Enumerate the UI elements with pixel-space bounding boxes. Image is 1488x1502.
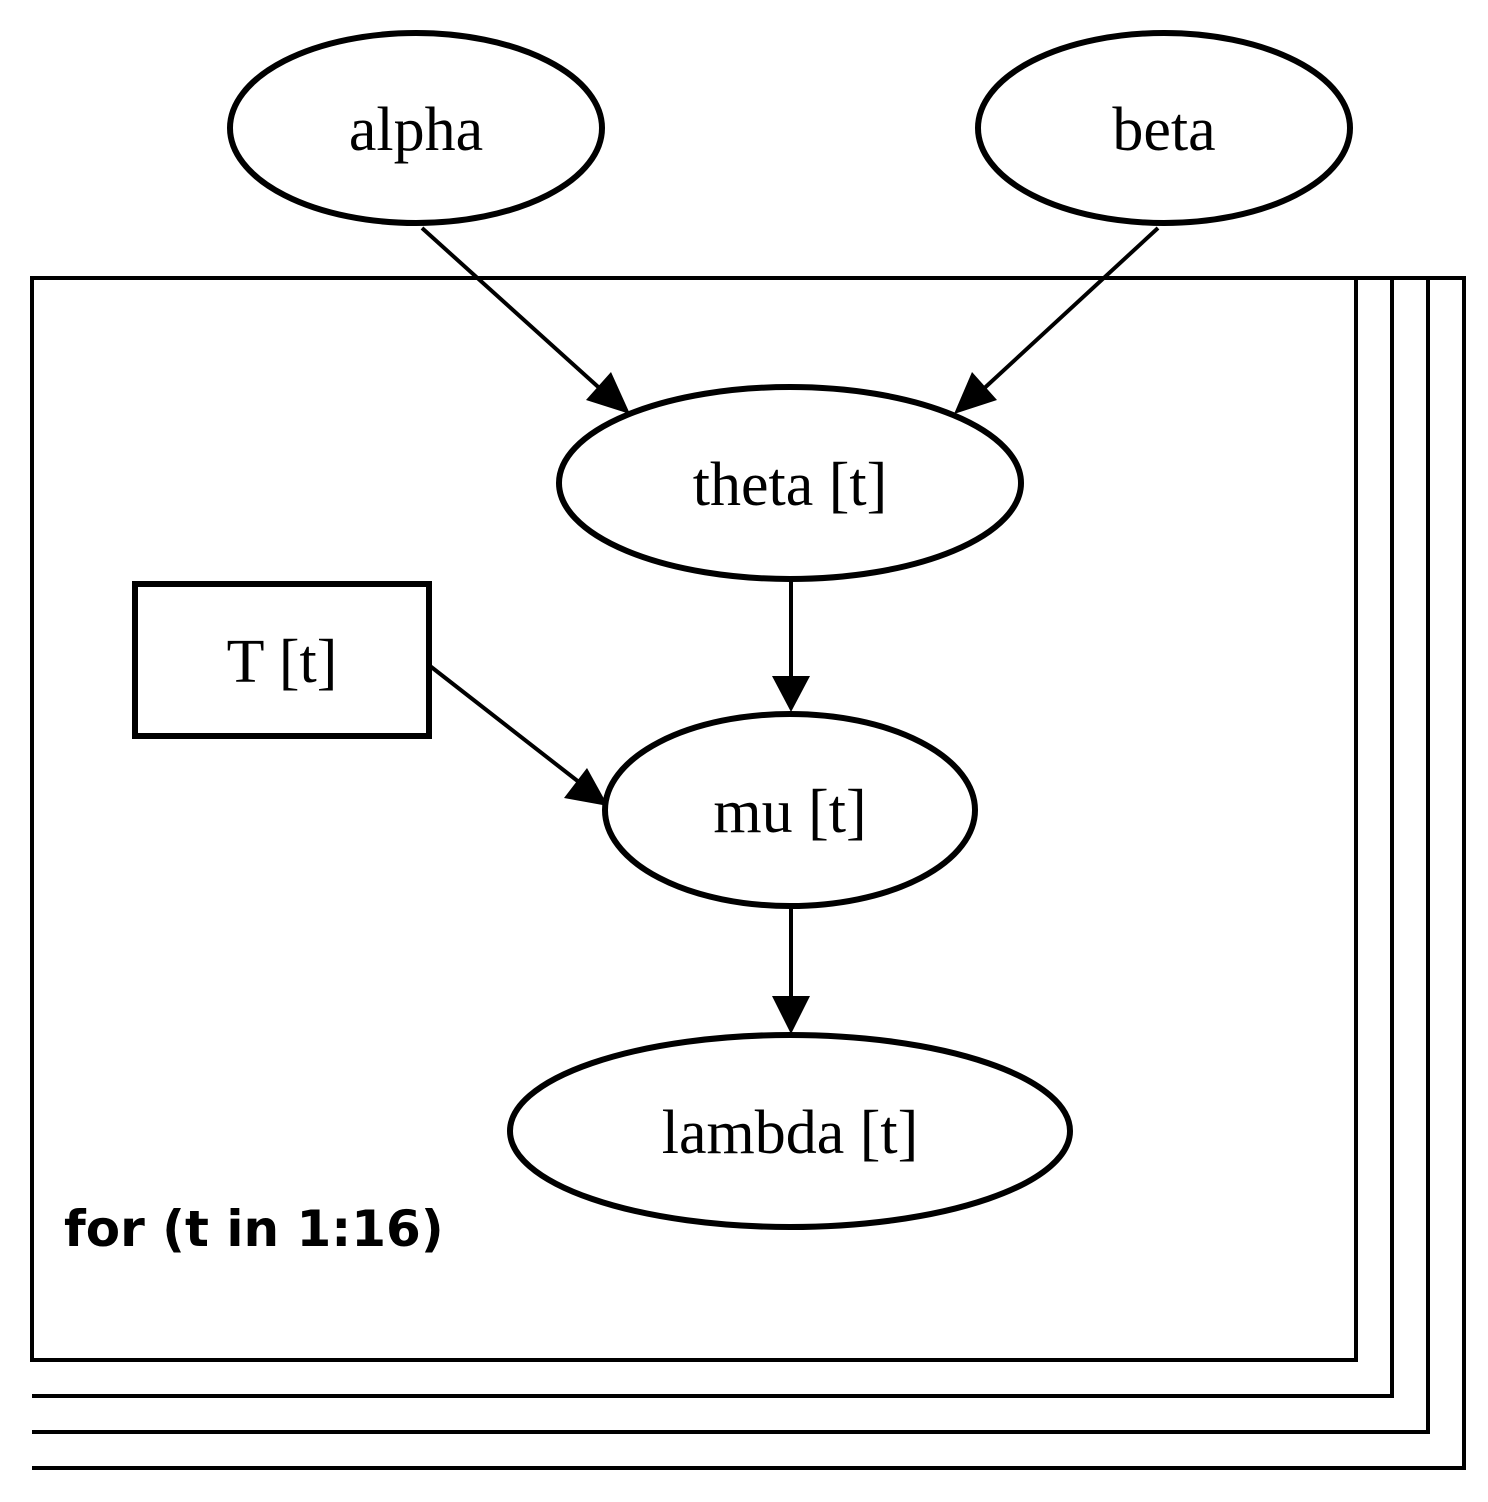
arrowhead-mu-lambda [772, 996, 810, 1034]
node-mu-label: mu [t] [713, 778, 866, 846]
arrowhead-T-mu [564, 768, 608, 806]
plate: for (t in 1:16) [30, 276, 1466, 1470]
node-alpha-shape [227, 30, 605, 226]
edge-beta-theta [976, 226, 1160, 396]
node-beta: beta [975, 30, 1353, 226]
arrowhead-beta-theta [954, 372, 997, 414]
node-lambda-label: lambda [t] [662, 1099, 919, 1167]
edges [420, 226, 1160, 1034]
arrowhead-theta-mu [772, 676, 810, 712]
edge-alpha-theta [420, 226, 608, 396]
node-mu-shape [602, 711, 978, 909]
node-T-shape [132, 581, 432, 739]
plate-stack-layer-2 [32, 278, 1394, 1398]
node-mu: mu [t] [602, 711, 978, 909]
arrowhead-alpha-theta [586, 372, 630, 414]
node-lambda-shape [507, 1032, 1073, 1230]
plate-front [30, 276, 1358, 1362]
node-theta: theta [t] [556, 384, 1024, 582]
plate-label: for (t in 1:16) [64, 1200, 444, 1258]
node-theta-shape [556, 384, 1024, 582]
node-alpha-label: alpha [349, 96, 483, 164]
plate-stack-layer-3 [32, 278, 1430, 1434]
node-T: T [t] [132, 581, 432, 739]
node-alpha: alpha [227, 30, 605, 226]
node-beta-shape [975, 30, 1353, 226]
node-theta-label: theta [t] [693, 451, 888, 519]
node-T-label: T [t] [227, 628, 338, 696]
node-lambda: lambda [t] [507, 1032, 1073, 1230]
node-beta-label: beta [1112, 96, 1215, 164]
edge-T-mu [428, 664, 586, 788]
